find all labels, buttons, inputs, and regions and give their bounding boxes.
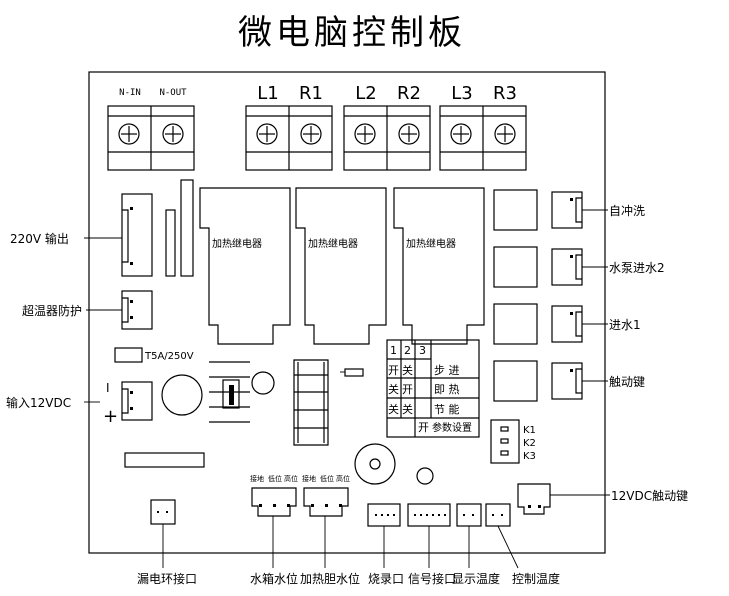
label-220v-output: 220V 输出 xyxy=(10,231,69,246)
polarity-plus: + xyxy=(103,406,118,427)
dip-row-1-switch-2: 关 xyxy=(402,363,413,377)
heater-level-pin-high: 高位 xyxy=(336,474,350,483)
heater-level-pin-low: 低位 xyxy=(320,474,334,483)
connector-pump-in xyxy=(551,248,583,286)
relay-1 xyxy=(199,187,291,345)
polarity-minus: I xyxy=(106,381,110,395)
terminal-label-r2: R2 xyxy=(397,83,421,104)
label-program-port: 烧录口 xyxy=(368,572,404,586)
relay-1-label: 加热继电器 xyxy=(212,237,262,250)
fuse xyxy=(114,347,143,363)
label-leak-ring: 漏电环接口 xyxy=(137,571,197,586)
tank-level-pin-ground: 接地 xyxy=(250,474,264,483)
label-touch-key: 触动键 xyxy=(609,375,645,389)
label-tank-level: 水箱水位 xyxy=(250,571,298,586)
component-square-3 xyxy=(493,303,538,345)
dip-header-1: 1 xyxy=(390,344,397,357)
connector-leak-ring xyxy=(150,499,176,525)
label-display-temp: 显示温度 xyxy=(452,571,500,586)
label-heater-level: 加热胆水位 xyxy=(300,571,360,586)
connector-program-port xyxy=(367,503,401,527)
dip-header-2: 2 xyxy=(404,344,411,357)
connector-control-temp xyxy=(485,503,511,527)
label-pump-in: 水泵进水2 xyxy=(609,261,665,275)
diode xyxy=(344,368,364,377)
key-label-k1: K1 xyxy=(523,425,536,436)
tank-level-pin-high: 高位 xyxy=(284,474,298,483)
terminal-label-l1: L1 xyxy=(257,83,278,104)
dip-row-2-switch-1: 关 xyxy=(388,382,399,396)
terminal-label-r3: R3 xyxy=(493,83,517,104)
connector-12vdc-touch-key xyxy=(517,483,551,515)
dip-header-3: 3 xyxy=(419,344,426,357)
component-square-1 xyxy=(493,189,538,231)
dip-footer-note: 参数设置 xyxy=(432,421,472,434)
buzzer xyxy=(354,443,396,485)
connector-220v-output xyxy=(121,193,153,277)
terminal-label-l3: L3 xyxy=(451,83,472,104)
board-outline xyxy=(88,71,606,554)
heating-cylinder xyxy=(293,359,329,446)
component-square-2 xyxy=(493,246,538,288)
relay-3 xyxy=(393,187,485,345)
terminal-block-neutral xyxy=(107,105,195,171)
dip-row-1-mode: 步 进 xyxy=(434,364,460,377)
label-12vdc-touch-key: 12VDC触动键 xyxy=(611,489,688,503)
terminal-block-l2-r2 xyxy=(343,105,431,171)
label-overheat: 超温器防护 xyxy=(22,303,82,318)
connector-touch-key xyxy=(551,362,583,400)
key-label-k2: K2 xyxy=(523,438,536,449)
terminal-label-n-in: N-IN xyxy=(119,88,141,98)
dip-row-3-switch-2: 关 xyxy=(402,402,413,416)
connector-tank-level xyxy=(251,487,297,517)
connector-auto-flush xyxy=(551,191,583,229)
relay-2-label: 加热继电器 xyxy=(308,237,358,250)
relay-2 xyxy=(295,187,387,345)
label-control-temp: 控制温度 xyxy=(512,571,560,586)
terminal-block-l1-r1 xyxy=(245,105,333,171)
header-strip xyxy=(124,452,205,468)
transformer xyxy=(209,361,250,423)
fuse-label: T5A/250V xyxy=(144,351,194,362)
component-square-4 xyxy=(493,360,538,402)
diagram-title: 微电脑控制板 xyxy=(238,13,466,53)
relay-3-label: 加热继电器 xyxy=(406,237,456,250)
key-connector xyxy=(490,419,520,464)
terminal-label-l2: L2 xyxy=(355,83,376,104)
terminal-label-n-out: N-OUT xyxy=(159,88,187,98)
connector-display-temp xyxy=(456,503,482,527)
label-signal-port: 信号接口 xyxy=(408,571,456,586)
capacitor-small xyxy=(251,371,275,395)
leader-control-temp xyxy=(497,525,519,569)
dip-row-3-switch-1: 关 xyxy=(388,402,399,416)
connector-heater-level xyxy=(303,487,349,517)
tank-level-pin-low: 低位 xyxy=(268,474,282,483)
connector-water-in xyxy=(551,305,583,343)
led xyxy=(416,467,434,485)
resistor-strip-2 xyxy=(180,179,194,277)
dip-row-2-switch-2: 开 xyxy=(402,383,413,396)
connector-overheat xyxy=(121,290,153,330)
label-12vdc-input: 输入12VDC xyxy=(6,395,71,410)
key-label-k3: K3 xyxy=(523,451,536,462)
dip-table xyxy=(386,339,480,438)
label-water-in: 进水1 xyxy=(609,318,641,332)
dip-footer-switch-3: 开 xyxy=(418,421,429,434)
capacitor-large xyxy=(161,374,203,416)
connector-12vdc-input xyxy=(121,381,153,421)
heater-level-pin-ground: 接地 xyxy=(302,474,316,483)
dip-row-3-mode: 节 能 xyxy=(434,402,460,416)
terminal-label-r1: R1 xyxy=(299,83,323,104)
dip-row-1-switch-1: 开 xyxy=(388,364,399,377)
terminal-block-l3-r3 xyxy=(439,105,527,171)
resistor-strip-1 xyxy=(165,209,176,277)
dip-row-2-mode: 即 热 xyxy=(434,383,460,396)
label-auto-flush: 自冲洗 xyxy=(609,203,645,218)
connector-signal-port xyxy=(407,503,451,527)
